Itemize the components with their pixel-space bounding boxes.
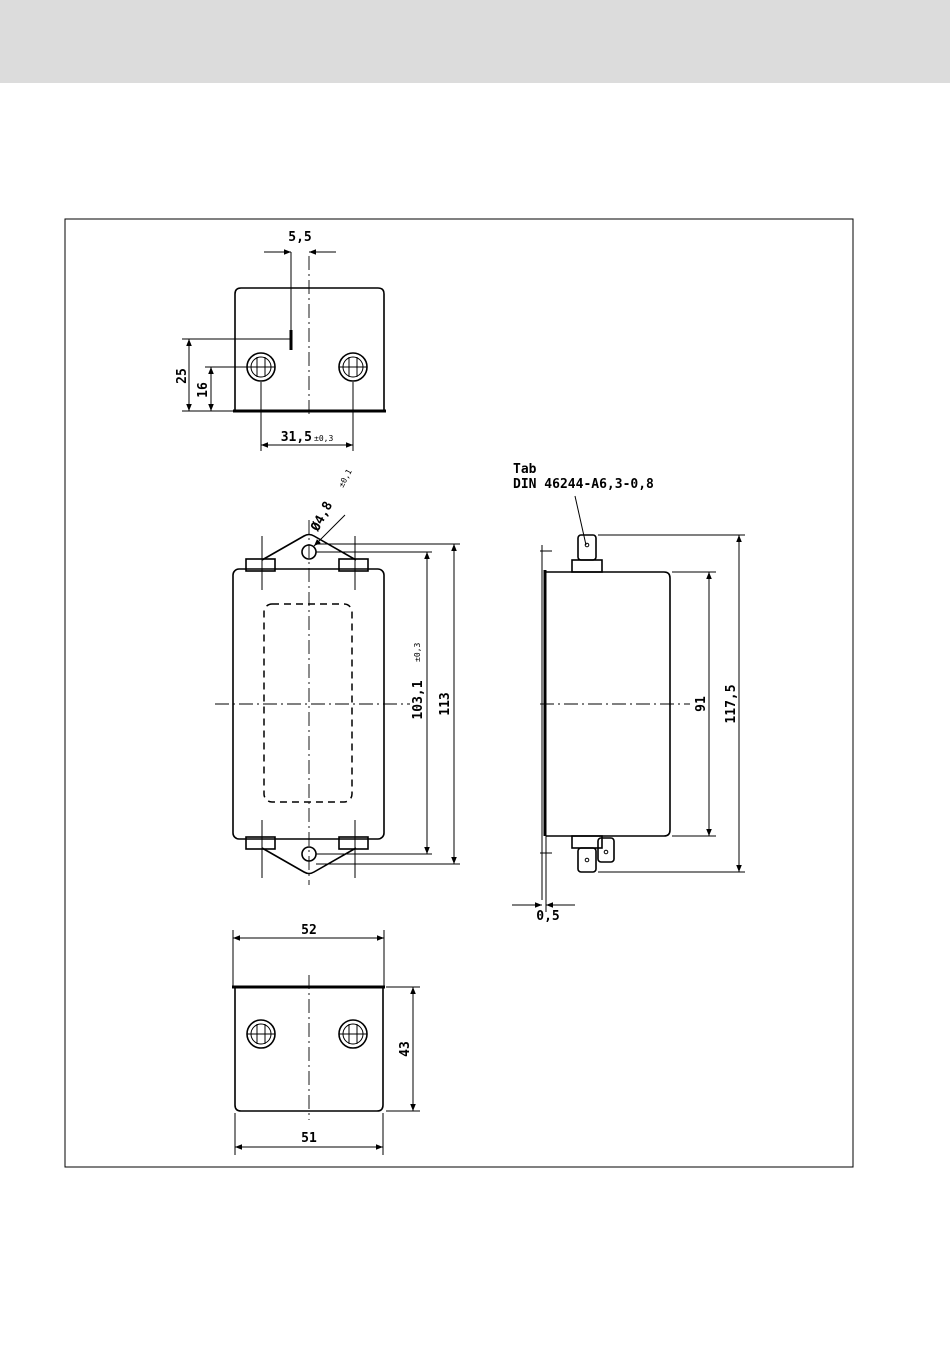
tab-label-line1: Tab bbox=[513, 462, 537, 477]
dim-bottom-height: 43 bbox=[398, 1041, 413, 1057]
tab-label-line2: DIN 46244-A6,3-0,8 bbox=[513, 477, 654, 492]
dim-top-spacing-tol: ±0,3 bbox=[314, 434, 333, 443]
dim-bottom-top-width: 52 bbox=[301, 923, 317, 938]
terminal-left-bottom bbox=[247, 1020, 275, 1048]
dim-bottom-width: 51 bbox=[301, 1131, 317, 1146]
front-view: Ø4,8 ±0,1 103,1 ±0,3 113 bbox=[215, 468, 460, 885]
dim-hole-dia-tol: ±0,1 bbox=[337, 468, 354, 489]
bottom-view: 52 43 51 bbox=[232, 923, 420, 1155]
dim-top-h16: 16 bbox=[196, 382, 211, 398]
dim-top-h25: 25 bbox=[175, 368, 190, 384]
tab-leader bbox=[575, 496, 586, 545]
dim-side-total: 117,5 bbox=[724, 684, 739, 723]
top-view-body bbox=[235, 288, 384, 411]
dim-total-length: 113 bbox=[438, 692, 453, 715]
tab-terminal-top bbox=[578, 535, 596, 560]
dim-top-width: 5,5 bbox=[288, 230, 311, 245]
side-view: Tab DIN 46244-A6,3-0,8 91 117,5 bbox=[512, 462, 745, 924]
dim-top-spacing: 31,5 bbox=[281, 430, 312, 445]
dim-hole-pitch: 103,1 bbox=[411, 680, 426, 719]
dim-side-body: 91 bbox=[694, 696, 709, 712]
label-window bbox=[264, 604, 352, 802]
terminal-right-bottom bbox=[339, 1020, 367, 1048]
dim-side-flange: 0,5 bbox=[536, 909, 559, 924]
dim-hole-dia: Ø4,8 bbox=[308, 499, 336, 535]
terminal-left bbox=[247, 353, 275, 381]
top-view: 5,5 25 16 31,5 ±0,3 bbox=[175, 230, 386, 451]
terminal-right bbox=[339, 353, 367, 381]
dim-hole-pitch-tol: ±0,3 bbox=[413, 643, 422, 662]
